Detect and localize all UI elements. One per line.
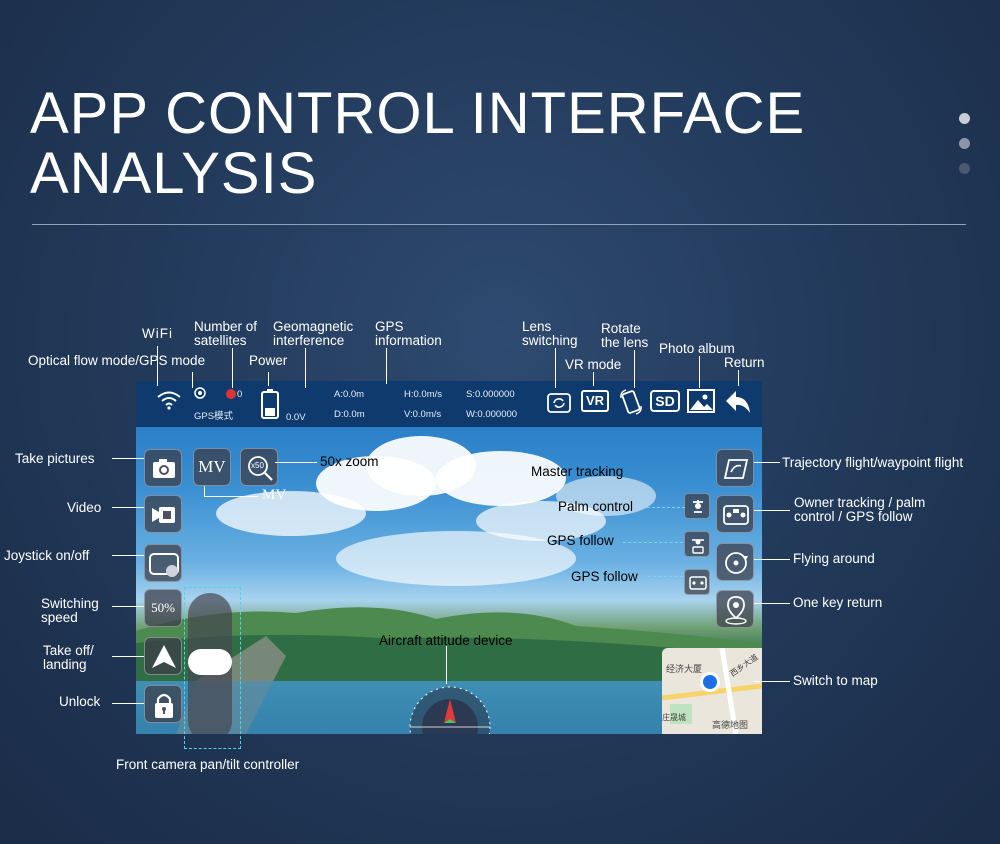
- return-arrow-icon[interactable]: [724, 389, 752, 415]
- location-dot-icon: [700, 672, 720, 692]
- vr-mode-button[interactable]: VR: [581, 390, 609, 412]
- label-return: Return: [724, 355, 765, 370]
- attitude-gauge-icon: [409, 686, 491, 734]
- alt-a-value: A:0.0m: [334, 389, 365, 400]
- label-geomagnetic: Geomagnetic interference: [273, 319, 354, 348]
- takeoff-landing-button[interactable]: [144, 637, 182, 675]
- label-one-key-return: One key return: [793, 595, 883, 610]
- camera-icon: [153, 459, 175, 478]
- sd-card-button[interactable]: SD: [650, 390, 680, 412]
- gps-mode-text: GPS模式: [194, 411, 234, 422]
- label-palm-control: Palm control: [558, 499, 634, 514]
- rotate-lens-icon[interactable]: [618, 388, 644, 416]
- label-zoom: 50x zoom: [320, 454, 379, 469]
- title-divider: [32, 224, 966, 225]
- takeoff-icon: [152, 645, 176, 668]
- label-master-tracking: Master tracking: [531, 464, 624, 479]
- lock-icon: [155, 693, 173, 718]
- video-icon: [152, 507, 175, 523]
- status-bar: [136, 381, 762, 427]
- speed-switch-button[interactable]: 50%: [144, 589, 182, 627]
- satellite-icon: [194, 387, 206, 399]
- label-gps-info: GPS information: [375, 319, 442, 348]
- gimbal-slider-knob[interactable]: [188, 649, 232, 675]
- zoom-badge: x50: [251, 461, 264, 470]
- pager-dot-1[interactable]: [959, 113, 970, 124]
- mv-button[interactable]: MV: [193, 448, 231, 486]
- one-key-return-button[interactable]: [716, 590, 754, 628]
- label-optical-flow: Optical flow mode/GPS mode: [28, 353, 206, 368]
- label-vr-mode: VR mode: [565, 357, 622, 372]
- unlock-button[interactable]: [144, 685, 182, 723]
- label-mv: MV: [262, 487, 287, 503]
- label-switch-map: Switch to map: [793, 673, 878, 688]
- alt-d-value: D:0.0m: [334, 409, 365, 420]
- page-title-line1: APP CONTROL INTERFACE: [30, 81, 806, 146]
- label-aircraft-attitude: Aircraft attitude device: [379, 633, 513, 648]
- owner-tracking-button[interactable]: [716, 495, 754, 533]
- orbit-flight-button[interactable]: [716, 543, 754, 581]
- label-rotate-lens: Rotate the lens: [601, 321, 649, 350]
- label-gps-follow-1: GPS follow: [547, 533, 614, 548]
- map-label-1: 经济大厦: [666, 664, 703, 674]
- label-joystick: Joystick on/off: [4, 548, 90, 563]
- landscape: [136, 607, 762, 734]
- label-lens-switching: Lens switching: [522, 319, 578, 348]
- map-label-4: 高德地图: [712, 720, 749, 730]
- gimbal-controller-highlight: [184, 587, 241, 749]
- geomagnetic-icon: [226, 389, 236, 399]
- h-speed-value: H:0.0m/s: [404, 389, 443, 400]
- map-label-3: 庄晟城: [662, 713, 686, 722]
- label-wifi: WiFi: [142, 326, 173, 341]
- label-video: Video: [67, 500, 102, 515]
- label-take-pictures: Take pictures: [15, 451, 95, 466]
- owner-tracking-icon: [723, 505, 749, 525]
- label-trajectory: Trajectory flight/waypoint flight: [782, 455, 964, 470]
- label-takeoff-landing: Take off/ landing: [43, 643, 94, 672]
- gps-follow-icon: [689, 576, 707, 590]
- label-front-camera: Front camera pan/tilt controller: [116, 757, 300, 772]
- page-title: APP CONTROL INTERFACE ANALYSIS: [30, 84, 830, 204]
- wifi-icon: [157, 391, 181, 410]
- app-screen: 0 GPS模式 0.0V A:0.0m D:0.0m H:0.0m/s V:0.…: [136, 381, 762, 734]
- v-speed-value: V:0.0m/s: [404, 409, 442, 420]
- album-icon[interactable]: [686, 388, 716, 414]
- trajectory-flight-button[interactable]: [716, 449, 754, 487]
- palm-icon: [693, 500, 703, 513]
- label-flying-around: Flying around: [793, 551, 875, 566]
- satellite-count: 0: [237, 389, 243, 400]
- zoom-button[interactable]: x50: [240, 448, 278, 486]
- take-photo-button[interactable]: [144, 449, 182, 487]
- label-power: Power: [249, 353, 288, 368]
- label-satellites: Number of satellites: [194, 319, 258, 348]
- label-photo-album: Photo album: [659, 341, 735, 356]
- voltage-value: 0.0V: [286, 412, 306, 423]
- pager-dot-3[interactable]: [959, 163, 970, 174]
- video-button[interactable]: [144, 495, 182, 533]
- lens-switch-icon[interactable]: [546, 390, 572, 414]
- gps-follow-button-2[interactable]: [684, 569, 710, 595]
- label-gps-follow-2: GPS follow: [571, 569, 638, 584]
- home-pin-icon: [725, 596, 747, 625]
- trajectory-icon: [723, 459, 749, 479]
- gps-follow-button-1[interactable]: [684, 531, 710, 557]
- gps-follow-icon: [692, 539, 704, 554]
- pager-dot-2[interactable]: [959, 138, 970, 149]
- page-title-line2: ANALYSIS: [30, 141, 318, 206]
- label-unlock: Unlock: [59, 694, 101, 709]
- joystick-icon: [149, 553, 179, 577]
- lon-value: W:0.000000: [466, 409, 518, 420]
- label-owner-tracking: Owner tracking / palm control / GPS foll…: [794, 495, 926, 524]
- battery-icon: [261, 389, 279, 419]
- zoom-icon: [248, 456, 273, 481]
- lat-value: S:0.000000: [466, 389, 515, 400]
- joystick-toggle-button[interactable]: [144, 544, 182, 582]
- palm-control-button[interactable]: [684, 493, 710, 519]
- label-switching-speed: Switching speed: [41, 596, 99, 625]
- orbit-icon: [725, 552, 748, 574]
- map-thumbnail[interactable]: 经济大厦 西乡大道 庄晟城 高德地图: [662, 648, 762, 734]
